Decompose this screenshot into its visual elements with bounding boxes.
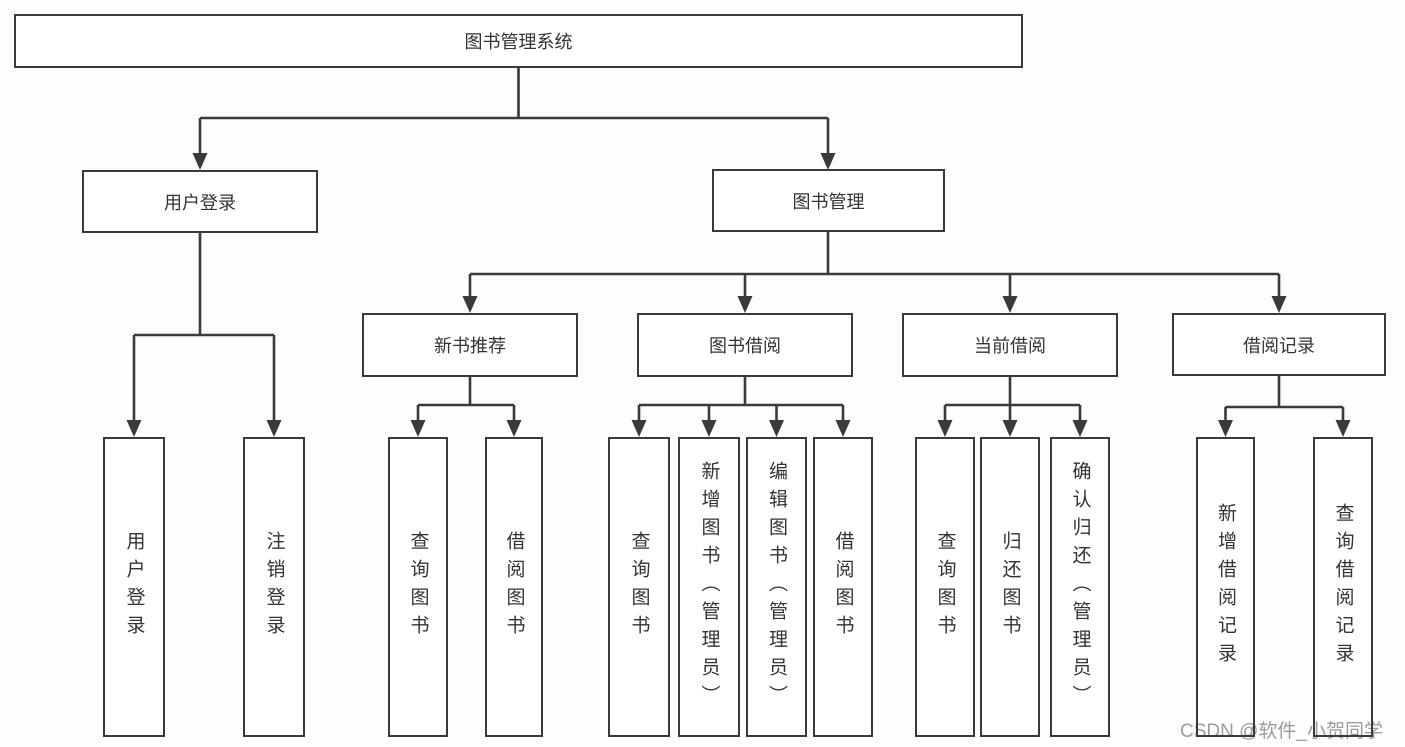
arrowhead xyxy=(462,296,478,313)
connector-new-book-rec-to-leaves xyxy=(410,377,522,437)
node-leaf-bb-edit-book: 编辑图书（管理员） xyxy=(746,437,807,737)
node-new-book-recommend: 新书推荐 xyxy=(362,313,578,377)
node-borrow-record: 借阅记录 xyxy=(1172,313,1386,376)
node-root-label: 图书管理系统 xyxy=(464,32,573,52)
arrowhead xyxy=(1218,420,1233,437)
connector-user-login-to-leaves xyxy=(126,233,282,437)
arrowhead xyxy=(192,153,208,170)
node-leaf-rec-query-book: 查询图书 xyxy=(388,437,448,737)
node-leaf-cb-query-book-label: 查询图书 xyxy=(934,531,956,643)
connector-borrow-record-to-leaves xyxy=(1218,376,1351,437)
node-borrow-record-label: 借阅记录 xyxy=(1243,335,1315,356)
arrowhead xyxy=(820,153,836,170)
arrowhead xyxy=(1002,420,1018,437)
node-book-borrow-label: 图书借阅 xyxy=(709,336,781,356)
node-new-book-recommend-label: 新书推荐 xyxy=(434,336,506,356)
arrowhead xyxy=(769,420,784,437)
node-leaf-logout: 注销登录 xyxy=(243,437,305,737)
node-leaf-rec-borrow-book-label: 借阅图书 xyxy=(503,531,525,643)
node-leaf-br-query-record-label: 查询借阅记录 xyxy=(1332,503,1354,671)
node-leaf-rec-query-book-label: 查询图书 xyxy=(407,531,429,643)
node-leaf-br-query-record: 查询借阅记录 xyxy=(1313,437,1373,737)
node-root: 图书管理系统 xyxy=(14,14,1023,68)
arrowhead xyxy=(835,420,851,437)
arrowhead xyxy=(1335,420,1351,437)
node-leaf-br-add-record-label: 新增借阅记录 xyxy=(1215,503,1236,671)
arrowhead xyxy=(1271,296,1287,313)
node-leaf-bb-borrow-book-label: 借阅图书 xyxy=(832,531,854,643)
node-leaf-bb-edit-book-label: 编辑图书（管理员） xyxy=(766,461,787,713)
arrowhead xyxy=(410,420,426,437)
node-leaf-bb-add-book-label: 新增图书（管理员） xyxy=(698,461,720,713)
node-book-management-label: 图书管理 xyxy=(792,191,865,212)
node-leaf-cb-return-book-label: 归还图书 xyxy=(999,531,1021,643)
connector-book-management-to-level3 xyxy=(462,232,1287,313)
node-leaf-cb-confirm-return-label: 确认归还（管理员） xyxy=(1069,461,1091,713)
node-leaf-bb-query-book-label: 查询图书 xyxy=(628,531,650,643)
arrowhead xyxy=(631,420,647,437)
node-leaf-cb-query-book: 查询图书 xyxy=(915,437,975,737)
arrowhead xyxy=(126,420,142,437)
node-book-borrow: 图书借阅 xyxy=(637,313,853,377)
node-current-borrow-label: 当前借阅 xyxy=(974,336,1046,356)
node-leaf-cb-confirm-return: 确认归还（管理员） xyxy=(1050,437,1110,737)
node-leaf-user-login: 用户登录 xyxy=(103,437,165,737)
node-leaf-logout-label: 注销登录 xyxy=(263,531,285,643)
arrowhead xyxy=(737,296,753,313)
node-leaf-bb-borrow-book: 借阅图书 xyxy=(813,437,873,737)
arrowhead xyxy=(701,420,717,437)
arrowhead xyxy=(1072,420,1088,437)
node-leaf-bb-query-book: 查询图书 xyxy=(608,437,670,737)
node-current-borrow: 当前借阅 xyxy=(902,313,1118,377)
arrowhead xyxy=(937,420,953,437)
node-user-login: 用户登录 xyxy=(82,170,318,233)
node-leaf-br-add-record: 新增借阅记录 xyxy=(1196,437,1255,737)
node-user-login-label: 用户登录 xyxy=(164,192,236,213)
arrowhead xyxy=(1002,296,1018,313)
watermark: CSDN @软件_小贺同学 xyxy=(1180,721,1383,742)
node-leaf-rec-borrow-book: 借阅图书 xyxy=(485,437,543,737)
node-leaf-cb-return-book: 归还图书 xyxy=(980,437,1040,737)
connector-book-borrow-to-leaves xyxy=(631,377,851,437)
connector-current-borrow-to-leaves xyxy=(937,377,1088,437)
node-book-management: 图书管理 xyxy=(712,169,945,232)
connector-root-to-level2 xyxy=(192,68,836,170)
arrowhead xyxy=(266,420,282,437)
node-leaf-bb-add-book: 新增图书（管理员） xyxy=(678,437,740,737)
node-leaf-user-login-label: 用户登录 xyxy=(123,531,145,643)
arrowhead xyxy=(506,420,522,437)
